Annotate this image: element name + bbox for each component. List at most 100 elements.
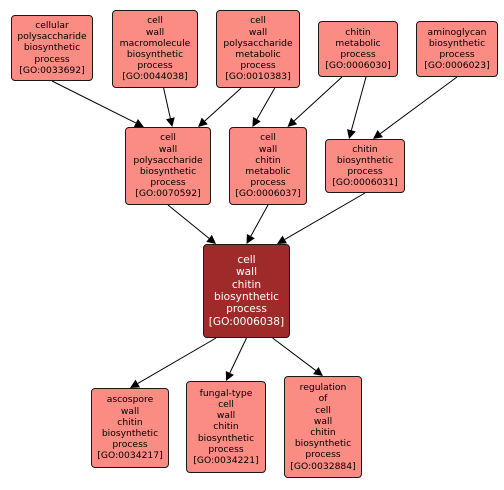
node-label-line: biosynthetic (101, 428, 159, 439)
node-label-line: process (34, 53, 70, 65)
edge-arrowhead (133, 118, 144, 127)
edge-n6031-to-n6038 (284, 192, 366, 240)
node-label-line: biosynthetic (428, 37, 486, 49)
node-label-line: metabolic (235, 49, 281, 60)
node-label-line: chitin (345, 26, 371, 38)
node-label-line: process (208, 443, 244, 455)
node-label-line: process (250, 177, 286, 189)
edge-arrowhead (276, 235, 287, 244)
node-go-id: [GO:0010383] (225, 71, 291, 83)
node-label-line: regulation (299, 382, 347, 394)
edge-n33692-to-n70592 (51, 80, 137, 124)
edge-n70592-to-n6038 (167, 204, 210, 239)
node-label-line: biosynthetic (197, 432, 255, 444)
node-label-line: biosynthetic (126, 49, 184, 60)
node-label-line: wall (120, 405, 140, 417)
node-go-id: [GO:0006038] (208, 315, 285, 328)
node-label-line: cell (260, 132, 276, 144)
node-label-line: of (318, 393, 328, 405)
node-label-line: wall (216, 410, 236, 422)
node-go-id: [GO:0070592] (135, 188, 201, 200)
node-go-id: [GO:0044038] (122, 71, 188, 83)
node-label-line: process (240, 60, 276, 72)
edge-arrowhead (130, 379, 141, 388)
node-label-line: process (226, 303, 267, 316)
node-label-line: chitin (352, 143, 378, 155)
node-go-id: [GO:0006031] (332, 177, 398, 189)
node-label-line: wall (235, 266, 258, 279)
node-label-line: wall (248, 26, 268, 38)
node-label-line: polysaccharide (133, 154, 203, 166)
node-label-line: fungal-type (199, 387, 253, 399)
edge-arrowhead (347, 129, 356, 139)
node-label-line: process (439, 49, 475, 60)
node-label-line: metabolic (335, 37, 381, 49)
edge-n6038-to-n34221 (229, 337, 247, 374)
edge-n10383-to-n70592 (204, 87, 242, 122)
node-go-id: [GO:0034221] (193, 455, 259, 466)
node-label-line: cell (218, 398, 234, 410)
edge-arrowhead (165, 117, 175, 127)
edge-arrowhead (313, 366, 323, 376)
node-label-line: process (112, 439, 148, 451)
node-label-line: process (347, 166, 383, 177)
node-label-line: cell (147, 15, 163, 27)
node-go-id: [GO:0034217] (97, 450, 163, 462)
edge-n6038-to-n32884 (272, 337, 317, 371)
node-label-line: chitin (213, 421, 239, 433)
edge-n44038-to-n70592 (163, 87, 171, 119)
node-label-line: metabolic (245, 166, 291, 177)
node-label-line: aminoglycan (427, 26, 487, 38)
node-label-line: process (150, 177, 186, 189)
node-label-line: polysaccharide (223, 37, 293, 49)
node-label-line: biosynthetic (23, 42, 81, 54)
node-label-line: chitin (231, 278, 262, 291)
node-label-line: process (137, 60, 173, 72)
edge-arrowhead (373, 130, 383, 139)
edge-n6038-to-n34217 (137, 337, 217, 384)
edge-arrowhead (252, 116, 261, 127)
node-label-line: biosynthetic (139, 166, 197, 177)
node-label-line: ascospore (106, 394, 154, 406)
edge-arrowhead (206, 234, 217, 244)
node-go-id: [GO:0006037] (235, 188, 301, 200)
node-label-line: macromolecule (119, 37, 191, 49)
node-label-line: process (305, 449, 341, 461)
edge-arrowhead (287, 117, 298, 127)
node-go-id: [GO:0006030] (325, 60, 391, 72)
edge-n6030-to-n6031 (350, 76, 367, 131)
node-label-line: chitin (117, 416, 143, 428)
edge-n6030-to-n6037 (293, 76, 343, 122)
node-label-line: wall (158, 143, 178, 155)
node-label-line: cell (315, 404, 331, 416)
node-label-line: wall (258, 143, 278, 155)
node-go-id: [GO:0032884] (290, 460, 356, 472)
node-label-line: biosynthetic (336, 154, 394, 166)
node-label-line: wall (145, 26, 165, 38)
edge-n6037-to-n6038 (250, 204, 269, 237)
node-label-line: polysaccharide (17, 31, 87, 43)
node-label-line: cell (250, 15, 266, 27)
node-label-line: cellular (35, 19, 69, 31)
node-go-id: [GO:0033692] (19, 64, 85, 76)
node-label-line: chitin (255, 154, 281, 166)
node-label-line: process (340, 49, 376, 60)
node-label-line: wall (313, 415, 333, 427)
node-label-line: chitin (310, 427, 336, 438)
node-label-line: cell (160, 132, 176, 144)
node-label-line: biosynthetic (294, 438, 352, 450)
